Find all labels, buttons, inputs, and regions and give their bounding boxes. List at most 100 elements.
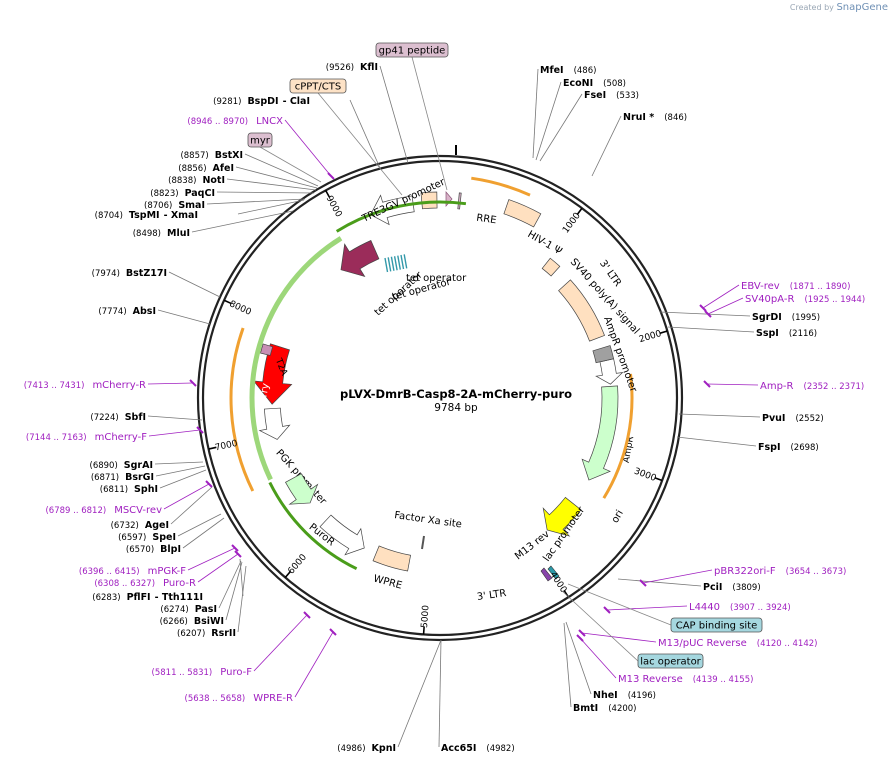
- feature-hiv-1: [541, 257, 561, 277]
- tick-label-6000: 6000: [286, 552, 309, 576]
- site-leader-line: [379, 65, 409, 164]
- site-label: (6266)BsiWI: [160, 616, 224, 627]
- primer-label: M13 Reverse(4139 .. 4155): [618, 674, 753, 685]
- primer-name: EBV-rev: [741, 281, 780, 292]
- primer-mark: [327, 172, 335, 180]
- label-box-text: myr: [250, 136, 271, 147]
- primer-leader-line: [707, 297, 744, 315]
- primer-sv40pa-r: SV40pA-R(1925 .. 1944): [704, 294, 865, 318]
- primer-range: (2352 .. 2371): [804, 382, 865, 392]
- primer-leader-line: [284, 119, 332, 177]
- tet-operator-mark: [403, 254, 408, 269]
- primer-name: mCherry-F: [95, 432, 148, 443]
- tick-mark-1000: [576, 207, 583, 216]
- site-position: (3809): [732, 583, 760, 593]
- tet-operator-mark: [397, 255, 401, 270]
- site-position: (2698): [790, 443, 818, 453]
- site-name: SbfI: [125, 412, 146, 423]
- site-position: (6570): [126, 545, 154, 555]
- feature-dmrb: [340, 240, 380, 278]
- tick-mark-6000: [284, 570, 292, 579]
- site-name: AbsI: [133, 306, 156, 317]
- site-fsei: FseI(533): [584, 90, 639, 101]
- primer-range: (5638 .. 5658): [185, 694, 246, 704]
- site-position: (6811): [100, 485, 128, 495]
- tet-operator-mark: [390, 256, 395, 271]
- site-label: BmtI(4200): [573, 703, 636, 714]
- credit-prefix: Created by: [789, 3, 834, 12]
- site-name: BsiWI: [194, 616, 224, 627]
- primer-mscv-rev: (6789 .. 6812)MSCV-rev: [45, 480, 213, 516]
- site-label: (8856)AfeI: [178, 163, 234, 174]
- plasmid-name: pLVX-DmrB-Casp8-2A-mCherry-puro: [340, 387, 572, 401]
- site-label: NheI(4196): [593, 690, 656, 701]
- primer-label: (6308 .. 6327)Puro-R: [94, 578, 196, 589]
- primer-label: pBR322ori-F(3654 .. 3673): [714, 566, 846, 577]
- site-position: (7774): [98, 307, 126, 317]
- site-label: (4986)KpnI: [337, 743, 396, 754]
- tet-operator-mark: [400, 254, 405, 270]
- site-agei: (6732)AgeI: [111, 520, 169, 531]
- primer-mcherry-r: (7413 .. 7431)mCherry-R: [24, 379, 197, 391]
- site-leader-line: [617, 578, 702, 587]
- site-afei: (8856)AfeI: [178, 163, 234, 174]
- site-bstxi: (8857)BstXI: [180, 150, 243, 161]
- site-position: (6283): [92, 593, 120, 603]
- site-sbfi: (7224)SbfI: [90, 412, 146, 423]
- site-label: (8838)NotI: [168, 175, 225, 186]
- site-sphi: (6811)SphI: [100, 484, 158, 495]
- site-econi: EcoNI(508): [563, 78, 626, 89]
- primer-puro-f: (5811 .. 5831)Puro-F: [152, 611, 311, 678]
- site-bsiwi: (6266)BsiWI: [160, 616, 224, 627]
- site-label: PciI (3809): [703, 582, 761, 593]
- site-position: (2552): [795, 414, 823, 424]
- site-label: EcoNI(508): [563, 78, 626, 89]
- tick-mark-8000: [223, 299, 232, 305]
- tick-mark-3000: [654, 477, 663, 482]
- primer-name: LNCX: [256, 116, 283, 127]
- primer-lncx: (8946 .. 8970)LNCX: [187, 116, 335, 180]
- site-name: PvuI: [762, 413, 785, 424]
- primer-mark: [603, 606, 611, 614]
- primer-range: (6308 .. 6327): [94, 579, 155, 589]
- site-position: (4200): [608, 704, 636, 714]
- primer-leader-line: [253, 614, 308, 672]
- primer-label: (5811 .. 5831)Puro-F: [152, 667, 253, 678]
- feature-t2a: [260, 343, 274, 356]
- feature-ampr-promoter: [595, 358, 624, 385]
- site-name: PciI: [703, 582, 722, 593]
- site-name: NotI: [202, 175, 225, 186]
- site-kpni: (4986)KpnI: [337, 743, 396, 754]
- site-name: EcoNI: [563, 78, 593, 89]
- primer-name: MSCV-rev: [114, 505, 162, 516]
- boxed-label-gp41-peptide: gp41 peptide: [375, 42, 449, 58]
- primer-mark: [578, 629, 586, 637]
- site-pcii: PciI (3809): [703, 582, 761, 593]
- primer-range: (5811 .. 5831): [152, 668, 213, 678]
- primer-leader-line: [197, 553, 239, 583]
- feature-rre: [503, 199, 542, 228]
- site-name: AfeI: [213, 163, 234, 174]
- tick-label-9000: 9000: [324, 194, 344, 219]
- primer-label: (6789 .. 6812)MSCV-rev: [45, 505, 162, 516]
- tick-label-2000: 2000: [638, 329, 663, 345]
- boxed-label-cap-binding-site: CAP binding site: [670, 617, 763, 633]
- feature-label-factor-xa-site: Factor Xa site: [394, 510, 463, 530]
- feature-label-rre: RRE: [476, 213, 498, 227]
- site-leader-line: [226, 178, 317, 191]
- label-box: [289, 78, 347, 94]
- site-leader-line: [239, 558, 244, 597]
- label-box-text: cPPT/CTS: [295, 82, 341, 93]
- tick-label-3000: 3000: [632, 467, 657, 484]
- feature-gp41-peptide: [457, 192, 462, 210]
- site-name: NruI *: [623, 112, 654, 123]
- site-pvui: PvuI (2552): [762, 413, 824, 424]
- site-position: (8706): [144, 201, 172, 211]
- primer-leader-line: [702, 284, 740, 309]
- site-label: (6570)BlpI: [126, 544, 181, 555]
- site-leader-line: [659, 311, 751, 317]
- site-leader-line: [159, 469, 207, 489]
- primer-label: (7144 .. 7163)mCherry-F: [26, 432, 147, 443]
